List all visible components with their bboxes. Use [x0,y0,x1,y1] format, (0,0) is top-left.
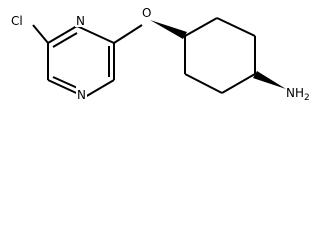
bond-n1-c2 [76,25,115,44]
wedge-bond-cyclohexane-nh2 [253,71,286,89]
bond-c6-n1-inner [52,32,78,48]
bond-ch-5-6 [184,73,223,94]
pyrazine-ring [32,24,143,98]
ether-oxygen-label: O [142,6,151,20]
amine-subscript: 2 [304,93,310,100]
bond-c6-cl [32,24,49,44]
ring-nitrogen-bottom-label: N [77,88,86,100]
wedge-bond-o-cyclohexane [150,20,187,39]
ring-nitrogen-top-label: N [76,14,85,28]
atom-labels: Cl N N O NH2 [11,5,310,100]
amine-nh: NH [286,86,304,100]
bond-c3-n4 [84,79,115,98]
bond-c2-o [113,24,143,44]
bond-ch-1-2 [184,17,218,37]
cyclohexane-ring [184,17,256,94]
chemical-structure: Cl N N O NH2 [11,5,310,100]
bond-c6-n1 [47,25,78,44]
bond-ch-4-5 [221,73,256,94]
amine-label: NH2 [286,86,310,100]
bond-ch-2-3 [216,17,256,37]
chlorine-label: Cl [11,14,23,28]
